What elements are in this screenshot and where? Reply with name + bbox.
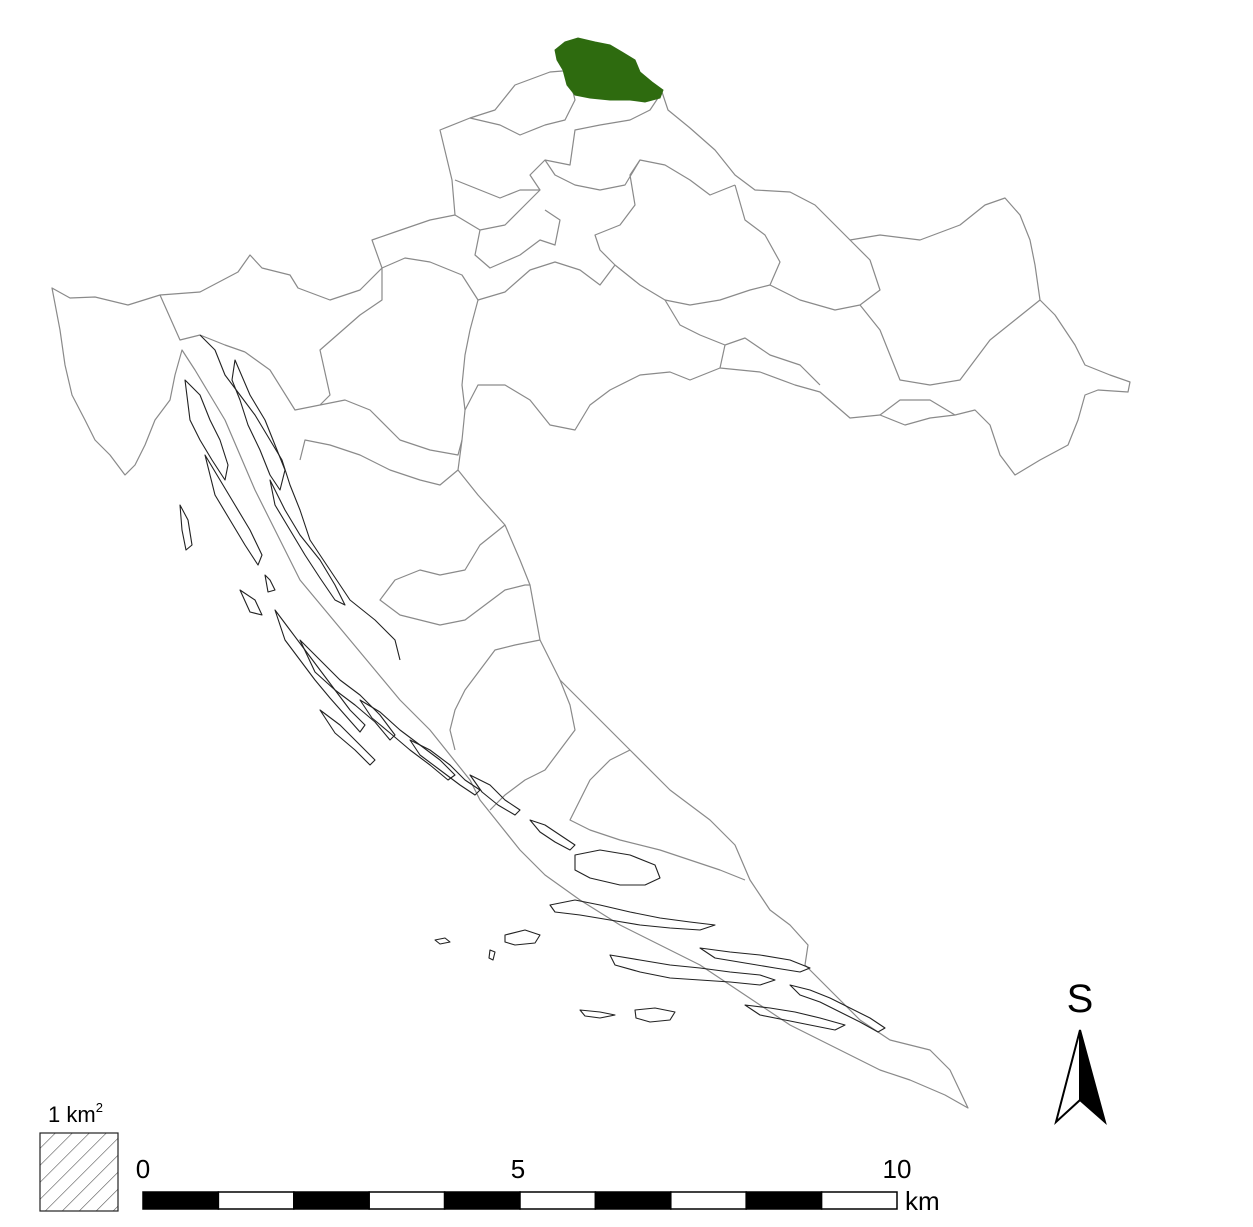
country-outline	[51, 69, 1131, 1109]
scale-bar-segment	[820, 1191, 898, 1210]
area-legend: 1 km2	[39, 1100, 119, 1212]
scale-bar-segment	[594, 1191, 672, 1210]
scale-bar-segment	[368, 1191, 446, 1210]
north-arrow: S	[1054, 977, 1107, 1126]
scale-tick-10: 10	[883, 1154, 912, 1184]
north-arrow-right-half	[1079, 1029, 1107, 1125]
scale-bar-segment	[745, 1191, 823, 1210]
area-legend-label: 1 km	[48, 1102, 96, 1127]
scale-bar-segment	[293, 1191, 370, 1210]
highlighted-county	[554, 37, 664, 103]
area-legend-superscript: 2	[96, 1100, 103, 1115]
scale-unit: km	[905, 1186, 940, 1216]
scale-bar-segment	[519, 1191, 597, 1210]
scale-bar-segment	[217, 1191, 295, 1210]
scale-bar-segments	[142, 1191, 898, 1210]
county-boundaries	[159, 79, 1041, 881]
islands	[179, 334, 886, 1033]
north-arrow-letter: S	[1067, 977, 1094, 1021]
svg-text:1 km2: 1 km2	[48, 1100, 103, 1127]
scale-bar-segment	[670, 1191, 747, 1210]
area-legend-swatch	[39, 1132, 119, 1212]
scale-tick-0: 0	[136, 1154, 150, 1184]
scale-bar: 0 5 10 km	[136, 1154, 940, 1216]
north-arrow-left-half	[1054, 1029, 1081, 1126]
scale-tick-5: 5	[511, 1154, 525, 1184]
scale-bar-segment	[443, 1191, 521, 1210]
scale-bar-segment	[142, 1191, 220, 1210]
